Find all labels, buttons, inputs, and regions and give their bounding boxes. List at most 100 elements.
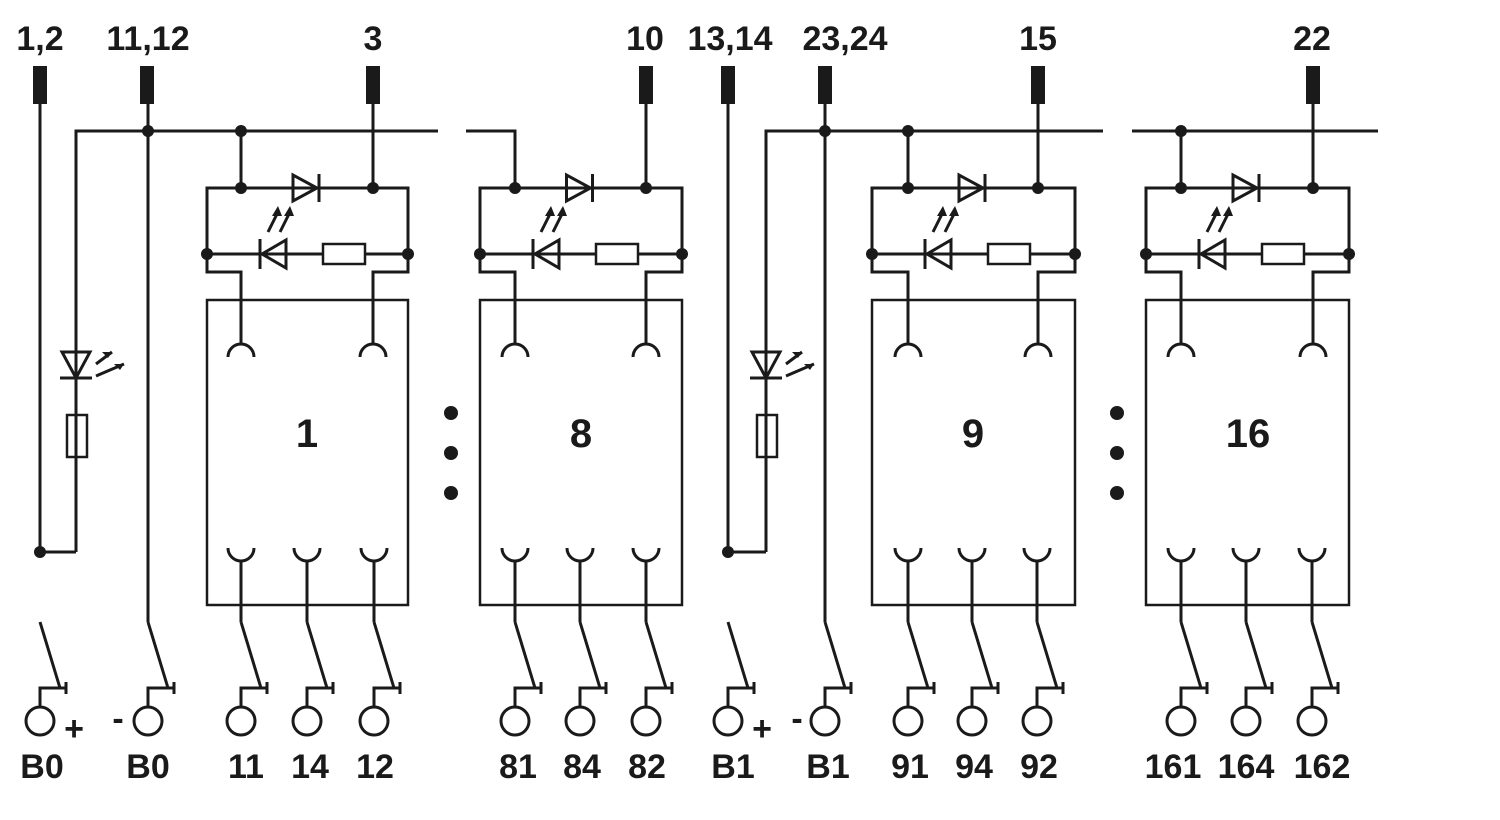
switch-seat xyxy=(578,686,606,706)
screw-terminal xyxy=(24,705,56,737)
terminal-switch xyxy=(1021,621,1065,737)
switch-blade xyxy=(906,621,930,689)
screw-terminal xyxy=(499,705,531,737)
top-terminal-label: 1,2 xyxy=(16,20,63,58)
coil-lead xyxy=(478,254,517,344)
junction-dot xyxy=(509,182,521,194)
screw-terminal xyxy=(291,705,323,737)
contact-label: 81 xyxy=(499,748,537,786)
coil-plug xyxy=(631,342,661,358)
contact-label: 91 xyxy=(891,748,929,786)
status-led xyxy=(532,237,561,271)
coil-plug xyxy=(226,342,256,358)
polarity-sign: + xyxy=(752,710,772,748)
terminal-switch xyxy=(499,621,543,737)
switch-seat xyxy=(906,686,934,706)
switch-seat xyxy=(726,686,754,706)
switch-blade xyxy=(823,621,847,689)
led-ray-head xyxy=(545,206,555,216)
switch-seat xyxy=(644,686,672,706)
freewheel-diode xyxy=(957,172,987,204)
polarity-sign: - xyxy=(791,700,802,738)
screw-terminal xyxy=(1021,705,1053,737)
supply-terminal-label: B1 xyxy=(806,748,849,786)
switch-seat xyxy=(146,686,174,706)
switch-blade xyxy=(970,621,994,689)
terminal-switch xyxy=(225,621,269,737)
contact-label: 161 xyxy=(1145,748,1202,786)
screw-terminal xyxy=(809,705,841,737)
coil-plug xyxy=(500,342,530,358)
terminal-wires xyxy=(38,104,1315,622)
top-terminal-label: 13,14 xyxy=(687,20,772,58)
diode-frame xyxy=(870,186,1077,254)
contact-socket xyxy=(500,547,530,563)
freewheel-diode xyxy=(291,172,321,204)
junction-dot xyxy=(640,182,652,194)
junction-dot xyxy=(902,182,914,194)
switch-blade xyxy=(578,621,602,689)
switch-blade xyxy=(305,621,329,689)
switch-blade xyxy=(644,621,668,689)
polarity-sign: + xyxy=(64,710,84,748)
contact-socket xyxy=(1166,547,1196,563)
contact-label: 12 xyxy=(356,748,394,786)
led-resistor xyxy=(594,242,640,266)
coil-lead xyxy=(870,254,910,344)
contact-label: 14 xyxy=(291,748,329,786)
coil-plug xyxy=(358,342,388,358)
junction-dot xyxy=(235,182,247,194)
junction-dot xyxy=(1307,182,1319,194)
supply-terminal-label: B0 xyxy=(20,748,63,786)
relay-number-label: 8 xyxy=(570,412,592,456)
top-terminal-label: 22 xyxy=(1293,20,1331,58)
supply-terminal-label: B0 xyxy=(126,748,169,786)
relay-blocks xyxy=(201,172,1355,622)
top-terminal-label: 11,12 xyxy=(106,20,189,58)
top-terminal-blocks xyxy=(33,66,1320,104)
contact-socket xyxy=(957,547,987,563)
junction-dot xyxy=(1032,182,1044,194)
switch-seat xyxy=(1179,686,1207,706)
relay-3 xyxy=(866,172,1081,622)
contact-label: 11 xyxy=(228,748,264,786)
screw-terminal xyxy=(1296,705,1328,737)
status-led xyxy=(259,237,288,271)
led-ray-head xyxy=(949,206,959,216)
relay-2 xyxy=(474,172,688,622)
contact-socket xyxy=(359,547,389,563)
switch-seat xyxy=(1244,686,1272,706)
contact-label: 164 xyxy=(1218,748,1275,786)
switch-seat xyxy=(38,686,66,706)
coil-lead xyxy=(205,254,243,344)
switch-blade xyxy=(1244,621,1268,689)
diode-frame xyxy=(1144,186,1351,254)
contact-label: 94 xyxy=(955,748,993,786)
contact-label: 82 xyxy=(628,748,666,786)
relay-number-label: 9 xyxy=(962,412,984,456)
terminal-switch xyxy=(712,621,756,737)
supply-indicator-b0 xyxy=(59,350,125,459)
terminal-switch xyxy=(1230,621,1274,737)
switch-seat xyxy=(970,686,998,706)
terminal-switch xyxy=(892,621,936,737)
contact-label: 92 xyxy=(1020,748,1058,786)
led-ray-head xyxy=(272,206,282,216)
led-resistor xyxy=(321,242,367,266)
status-led xyxy=(924,237,953,271)
terminal-switch xyxy=(132,621,176,737)
supply-indicator-b1 xyxy=(749,350,815,459)
contact-socket xyxy=(631,547,661,563)
terminal-switch xyxy=(358,621,402,737)
contact-socket xyxy=(226,547,256,563)
switch-seat xyxy=(1035,686,1063,706)
switch-blade xyxy=(372,621,396,689)
screw-terminal xyxy=(630,705,662,737)
contact-socket xyxy=(1297,547,1327,563)
terminal-switch xyxy=(564,621,608,737)
contact-label: 84 xyxy=(563,748,601,786)
screw-terminal xyxy=(956,705,988,737)
coil-plug xyxy=(1298,342,1328,358)
contact-socket xyxy=(565,547,595,563)
coil-lead xyxy=(1311,254,1351,344)
